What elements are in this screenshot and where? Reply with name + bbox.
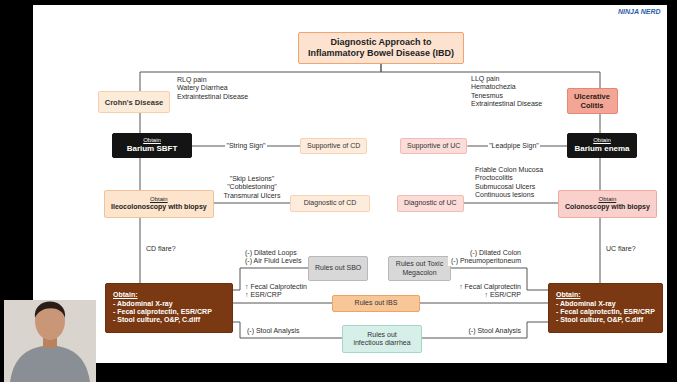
presenter-shirt xyxy=(10,345,90,382)
rule-out-box: Rules out Toxic Megacolon xyxy=(388,256,451,281)
presenter-face xyxy=(35,302,65,340)
box-text: Ulcerative Colitis xyxy=(574,92,611,110)
box-text: Rules out Toxic Megacolon xyxy=(395,260,444,277)
finding-box: Supportive of UC xyxy=(400,138,467,154)
slide-background xyxy=(33,5,667,363)
connector xyxy=(600,158,601,190)
box-heading: Obtain xyxy=(150,196,168,203)
box-text: - Abdominal X-ray xyxy=(113,300,173,308)
webcam-background xyxy=(4,300,96,382)
connector xyxy=(140,158,141,190)
edge-label: "Leadpipe Sign" xyxy=(488,142,540,150)
box-text: Rules out SBO xyxy=(315,264,361,272)
obtain-box: ObtainIleocolonoscopy with biopsy xyxy=(104,190,214,218)
box-heading: Obtain xyxy=(599,196,617,203)
box-heading: Obtain xyxy=(593,137,611,144)
connector xyxy=(420,303,548,304)
connector xyxy=(600,114,601,133)
box-text: - Fecal calprotectin, ESR/CRP xyxy=(113,308,212,316)
connector xyxy=(140,218,141,283)
obtain-box: ObtainColonoscopy with biopsy xyxy=(558,190,657,218)
box-text: Diagnostic of UC xyxy=(404,199,457,207)
box-text: Supportive of CD xyxy=(307,142,360,150)
connector xyxy=(464,203,558,204)
finding-box: Diagnostic of CD xyxy=(290,195,370,212)
edge-label: ↑ Fecal Calprotectin ↑ ESR/CRP xyxy=(244,283,309,300)
connector xyxy=(214,203,290,204)
webcam-presenter xyxy=(4,300,96,382)
workup-box: Obtain:- Abdominal X-ray- Fecal calprote… xyxy=(105,283,233,333)
connector xyxy=(600,218,601,283)
finding-box: Diagnostic of UC xyxy=(397,195,464,212)
box-text: - Stool culture, O&P, C.diff xyxy=(556,316,643,324)
edge-label: (-) Dilated Loops (-) Air Fluid Levels xyxy=(244,249,304,266)
connector xyxy=(233,322,342,338)
edge-label: LLQ pain Hematochezia Tenesmus Extrainte… xyxy=(470,75,545,109)
rule-out-box: Rules out SBO xyxy=(308,256,368,281)
box-heading: Obtain xyxy=(143,137,161,144)
box-text: - Stool culture, O&P, C.diff xyxy=(113,316,200,324)
box-text: Colonoscopy with biopsy xyxy=(565,203,650,211)
box-heading: Obtain: xyxy=(113,291,138,299)
box-text: - Abdominal X-ray xyxy=(556,300,616,308)
edge-label: RLQ pain Watery Diarrhea Extraintestinal… xyxy=(176,76,251,101)
obtain-box: ObtainBarium SBFT xyxy=(112,133,192,158)
edge-label: UC flare? xyxy=(605,245,637,253)
edge-label: CD flare? xyxy=(145,245,177,253)
edge-label: "String Sign" xyxy=(225,142,266,150)
box-text: - Fecal calprotectin, ESR/CRP xyxy=(556,308,655,316)
edge-label: "Skip Lesions" "Cobblestoning" Transmura… xyxy=(222,175,282,200)
presenter-hair xyxy=(35,302,65,319)
edge-label: (-) Dilated Colon (-) Pneumoperitoneum xyxy=(448,249,522,266)
title-box: Diagnostic Approach to Inflammatory Bowe… xyxy=(298,32,464,64)
box-text: Diagnostic Approach to Inflammatory Bowe… xyxy=(307,37,455,59)
box-text: Barium enema xyxy=(574,144,629,154)
disease-box: Crohn's Disease xyxy=(98,91,170,113)
connector xyxy=(422,322,548,338)
watermark-logo: NINJA NERD xyxy=(618,8,661,16)
box-text: Ileocolonoscopy with biopsy xyxy=(111,203,207,211)
rule-out-box: Rules out IBS xyxy=(332,295,420,312)
rule-out-box: Rules out infectious diarrhea xyxy=(342,325,422,353)
workup-box: Obtain:- Abdominal X-ray- Fecal calprote… xyxy=(548,283,663,333)
edge-label: ↑ Fecal Calprotectin ↑ ESR/CRP xyxy=(457,283,522,300)
disease-box: Ulcerative Colitis xyxy=(567,88,618,114)
box-text: Diagnostic of CD xyxy=(304,199,357,207)
edge-label: (-) Stool Analysis xyxy=(467,327,522,335)
connector xyxy=(233,303,332,304)
box-heading: Obtain: xyxy=(556,291,581,299)
box-text: Supportive of UC xyxy=(407,142,460,150)
box-text: Rules out infectious diarrhea xyxy=(353,331,412,348)
edge-label: Friable Colon Mucosa Proctocolitis Submu… xyxy=(474,166,546,200)
connector xyxy=(140,113,141,133)
box-text: Rules out IBS xyxy=(355,299,398,307)
box-text: Barium SBFT xyxy=(127,144,178,154)
finding-box: Supportive of CD xyxy=(300,138,367,154)
obtain-box: ObtainBarium enema xyxy=(567,133,637,158)
box-text: Crohn's Disease xyxy=(105,98,163,107)
edge-label: (-) Stool Analysis xyxy=(246,327,301,335)
